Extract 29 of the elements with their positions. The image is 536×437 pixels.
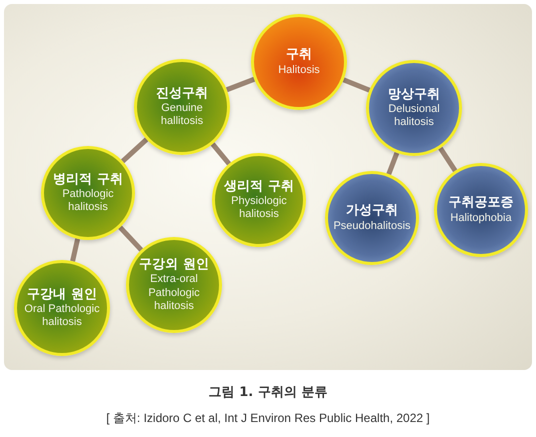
category-subtitle: Halitosis bbox=[278, 64, 320, 77]
connector-line bbox=[118, 226, 144, 252]
category-title: 생리적 구취 bbox=[224, 178, 294, 195]
category-subtitle: Delusional halitosis bbox=[387, 102, 441, 130]
connector-line bbox=[342, 78, 370, 92]
connector-line bbox=[438, 146, 458, 172]
connector-line bbox=[210, 142, 231, 166]
category-subtitle: Oral Pathologic halitosis bbox=[23, 302, 101, 330]
category-circle bbox=[126, 237, 222, 333]
category-title: 구강내 원인 bbox=[27, 286, 97, 303]
category-title: 구취 bbox=[286, 47, 312, 64]
source-note: [ 출처: Izidoro C et al, Int J Environ Res Public Health, 2022 ] bbox=[106, 410, 430, 427]
category-title: 가성구취 bbox=[346, 203, 398, 220]
figure-caption: 그림 1. 구취의 분류 bbox=[208, 384, 328, 401]
category-title: 망상구취 bbox=[388, 86, 440, 103]
connector-line bbox=[120, 138, 148, 164]
category-title: 구강외 원인 bbox=[139, 257, 209, 274]
category-subtitle: Halitophobia bbox=[450, 212, 512, 225]
connector-line bbox=[386, 152, 400, 175]
category-title: 진성구취 bbox=[156, 86, 208, 102]
connector-line bbox=[226, 76, 256, 92]
category-title: 병리적 구취 bbox=[53, 172, 123, 188]
category-title: 구취공포증 bbox=[448, 195, 514, 212]
category-subtitle: Pseudohalitosis bbox=[333, 220, 411, 233]
connector-line bbox=[70, 238, 80, 262]
category-subtitle: Pathologic halitosis bbox=[61, 188, 115, 214]
category-subtitle: Genuine hallitosis bbox=[160, 102, 204, 128]
category-subtitle: Extra-oral Pathologic halitosis bbox=[147, 273, 201, 313]
category-subtitle: Physiologic halitosis bbox=[230, 194, 288, 222]
